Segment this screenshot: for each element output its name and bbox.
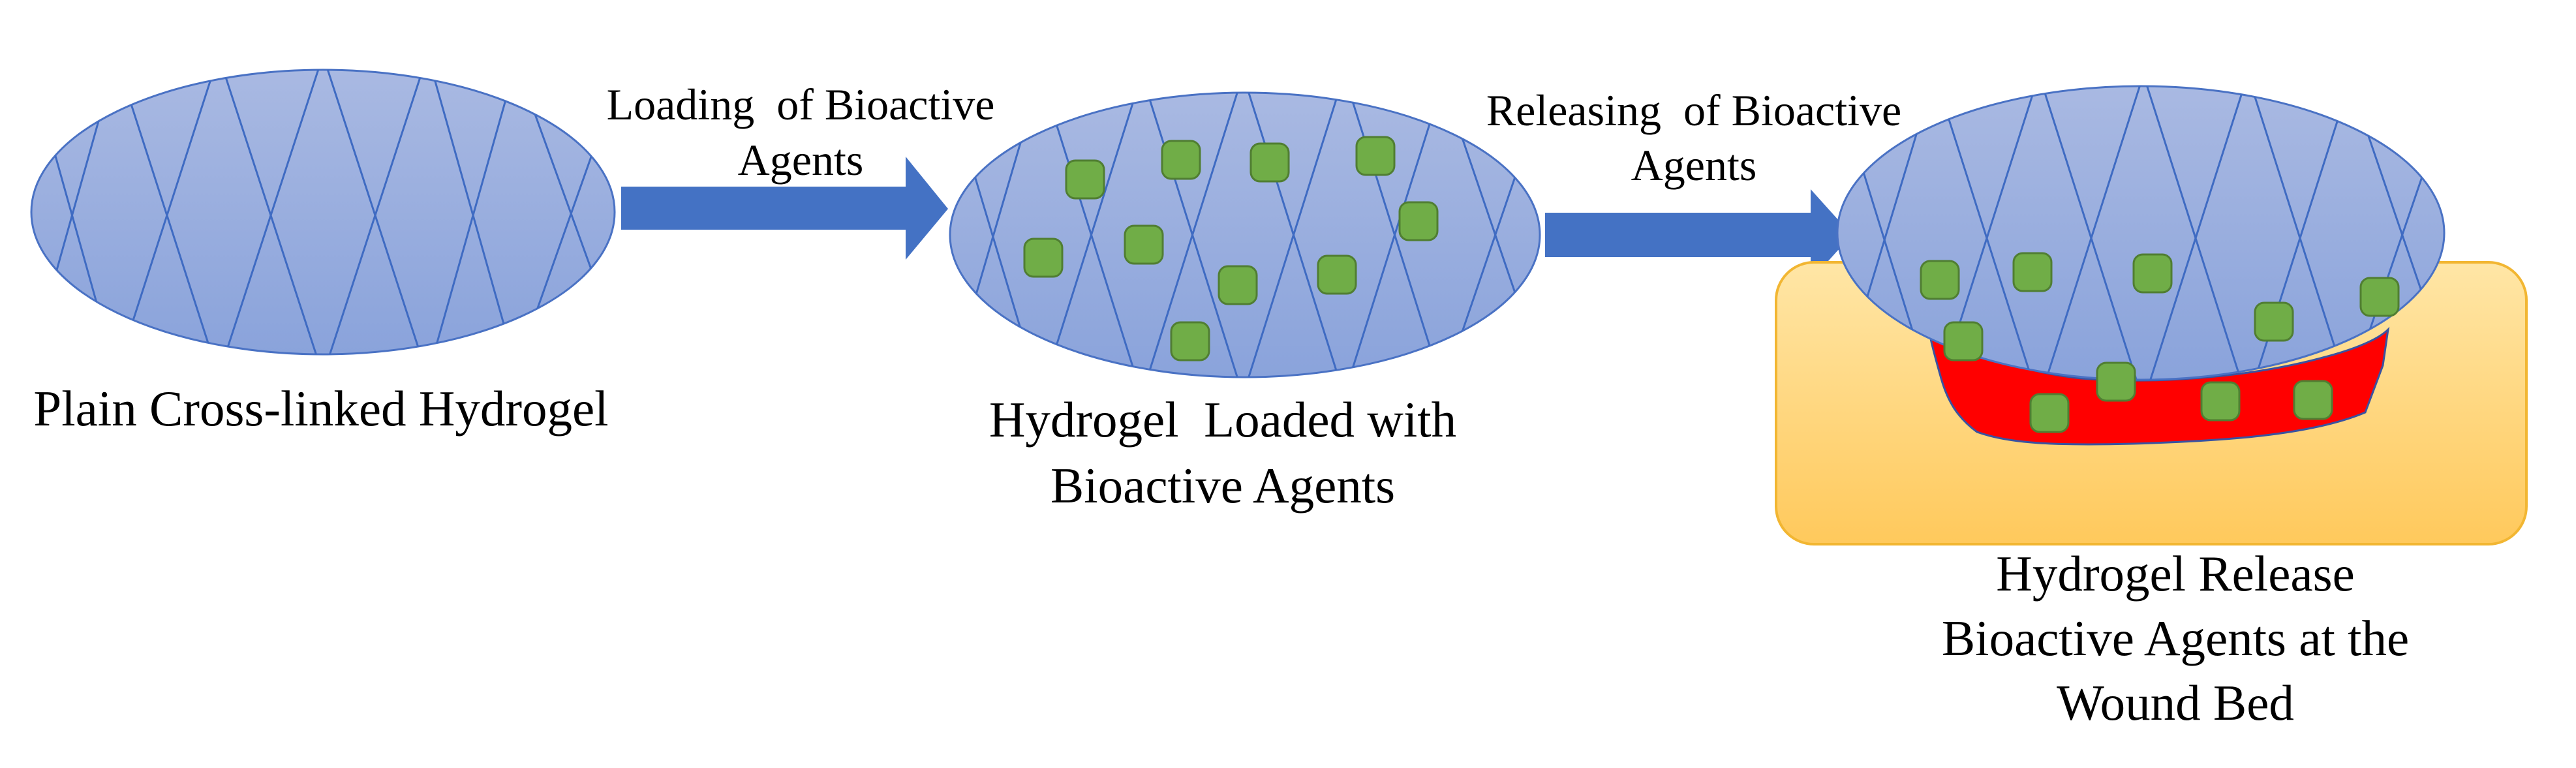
loaded-hydrogel-caption-line1: Hydrogel Loaded with (989, 392, 1456, 448)
plain-hydrogel-caption: Plain Cross-linked Hydrogel (33, 380, 608, 437)
loading-arrow-label-line1: Loading of Bioactive (607, 80, 995, 129)
release-stage: Hydrogel Release Bioactive Agents at the… (1775, 85, 2528, 731)
bioactive-agent-icon (2254, 301, 2294, 342)
release-hydrogel-ellipse (1836, 85, 2446, 381)
bioactive-agent-icon (2096, 361, 2136, 402)
bioactive-agent-icon (1161, 140, 1201, 180)
release-caption-line1: Hydrogel Release (1996, 545, 2355, 602)
bioactive-agent-icon (1920, 260, 1960, 300)
releasing-arrow-group: Releasing of Bioactive Agents (1486, 85, 1901, 281)
releasing-arrow (1545, 189, 1852, 281)
bioactive-agent-icon (2029, 393, 2070, 433)
bioactive-agent-icon (1065, 159, 1105, 200)
bioactive-agent-icon (2132, 253, 2173, 294)
bioactive-agent-icon (1398, 201, 1439, 241)
release-caption-line2: Bioactive Agents at the (1942, 610, 2409, 666)
loading-arrow-group: Loading of Bioactive Agents (607, 80, 995, 260)
bioactive-agent-icon (1355, 136, 1396, 176)
releasing-arrow-label-line2: Agents (1631, 140, 1757, 190)
loading-arrow-label-line2: Agents (738, 135, 864, 185)
bioactive-agent-icon (2012, 252, 2053, 292)
plain-hydrogel-ellipse (30, 69, 616, 356)
loaded-hydrogel-stage: Hydrogel Loaded with Bioactive Agents (949, 91, 1541, 514)
bioactive-agent-icon (1943, 321, 1984, 361)
release-hydrogel-mesh (1845, 86, 2444, 380)
loading-arrow (621, 157, 948, 260)
bioactive-agent-icon (1170, 321, 1210, 361)
bioactive-agent-icon (2293, 380, 2333, 420)
released-agents (1920, 252, 2400, 433)
loaded-hydrogel-ellipse (949, 91, 1541, 378)
bioactive-agent-icon (2359, 277, 2400, 317)
loaded-agents (1023, 136, 1439, 361)
releasing-arrow-label-line1: Releasing of Bioactive (1486, 85, 1901, 135)
bioactive-agent-icon (1124, 224, 1164, 265)
release-caption-line3: Wound Bed (2057, 675, 2294, 731)
bioactive-agent-icon (1218, 265, 1258, 305)
bioactive-agent-icon (1250, 142, 1290, 183)
bioactive-agent-icon (1317, 254, 1357, 295)
plain-hydrogel-stage: Plain Cross-linked Hydrogel (30, 69, 616, 437)
loaded-hydrogel-caption-line2: Bioactive Agents (1050, 457, 1395, 514)
bioactive-agent-icon (2200, 381, 2241, 422)
bioactive-agent-icon (1023, 238, 1064, 278)
